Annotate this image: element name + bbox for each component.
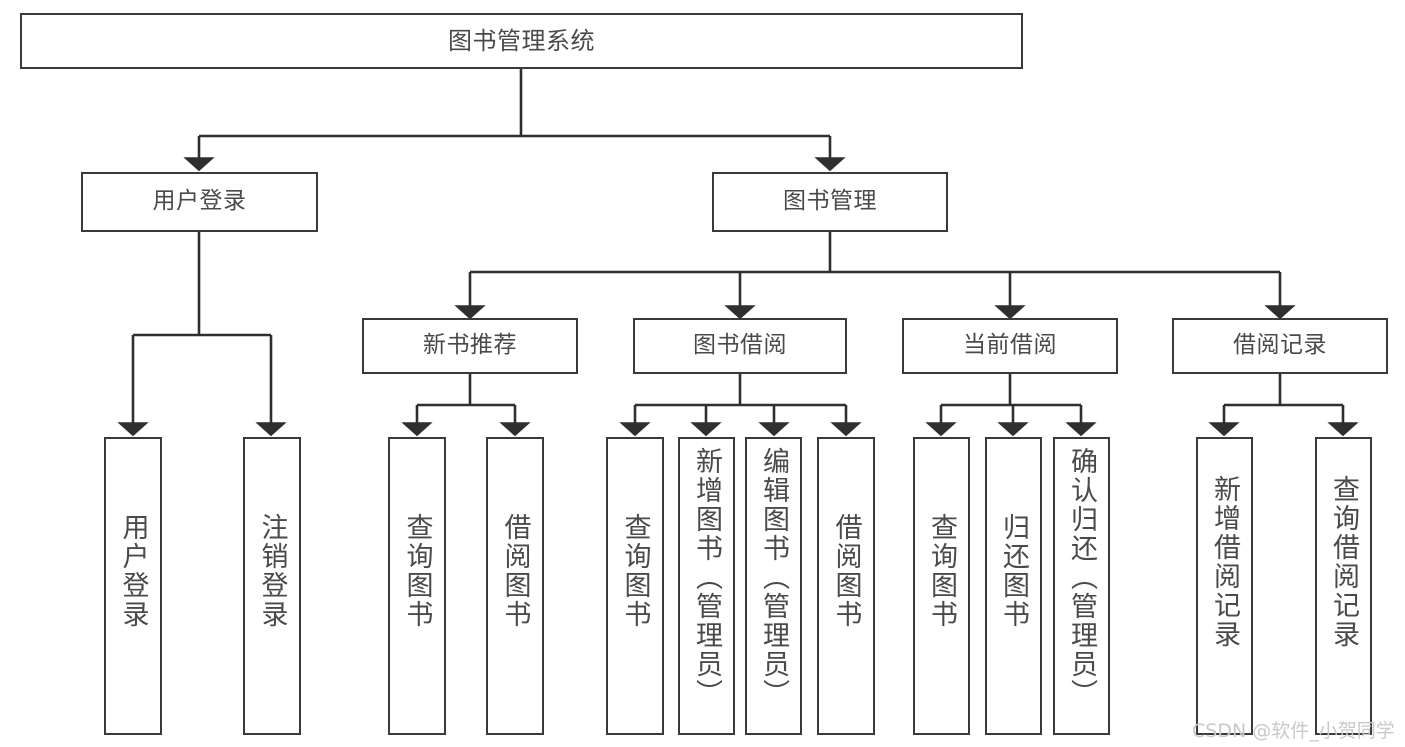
node-root-label: 图书管理系统 (448, 26, 595, 55)
node-leaf-user-login-label: 用户登录 (117, 513, 149, 629)
node-leaf-query-book-1-label: 查询图书 (401, 513, 433, 629)
node-leaf-query-book-2[interactable]: 查询图书 (606, 437, 664, 735)
node-leaf-add-book[interactable]: 新增图书（管理员） (678, 437, 735, 735)
node-leaf-return-book-label: 归还图书 (998, 513, 1029, 629)
node-leaf-confirm-return-label: 确认归还（管理员） (1066, 447, 1097, 708)
node-leaf-query-record-label: 查询借阅记录 (1328, 475, 1359, 649)
node-leaf-add-book-label: 新增图书（管理员） (691, 447, 722, 708)
node-leaf-add-record-label: 新增借阅记录 (1209, 475, 1240, 649)
node-leaf-confirm-return[interactable]: 确认归还（管理员） (1053, 437, 1110, 735)
node-borrow-record[interactable]: 借阅记录 (1172, 318, 1388, 374)
node-new-book-rec-label: 新书推荐 (423, 332, 517, 359)
node-book-manage[interactable]: 图书管理 (712, 172, 948, 232)
node-leaf-query-book-3-label: 查询图书 (926, 513, 957, 629)
node-leaf-user-logout[interactable]: 注销登录 (243, 437, 301, 735)
node-leaf-query-book-2-label: 查询图书 (619, 513, 651, 629)
node-current-borrow-label: 当前借阅 (963, 332, 1057, 359)
node-root[interactable]: 图书管理系统 (20, 13, 1023, 69)
node-leaf-user-logout-label: 注销登录 (256, 513, 288, 629)
node-book-manage-label: 图书管理 (783, 188, 877, 215)
node-leaf-query-record[interactable]: 查询借阅记录 (1315, 437, 1372, 735)
node-leaf-edit-book-label: 编辑图书（管理员） (758, 447, 789, 708)
node-leaf-borrow-book-2-label: 借阅图书 (830, 513, 862, 629)
node-leaf-user-login[interactable]: 用户登录 (104, 437, 162, 735)
node-user-login-label: 用户登录 (152, 188, 247, 215)
node-user-login[interactable]: 用户登录 (81, 172, 318, 232)
node-leaf-return-book[interactable]: 归还图书 (985, 437, 1042, 735)
node-leaf-query-book-3[interactable]: 查询图书 (913, 437, 970, 735)
node-borrow-record-label: 借阅记录 (1233, 332, 1327, 359)
node-leaf-borrow-book-1-label: 借阅图书 (499, 513, 531, 629)
node-new-book-rec[interactable]: 新书推荐 (362, 318, 578, 374)
node-book-borrow[interactable]: 图书借阅 (633, 318, 847, 374)
node-leaf-add-record[interactable]: 新增借阅记录 (1196, 437, 1253, 735)
node-leaf-borrow-book-2[interactable]: 借阅图书 (817, 437, 875, 735)
node-leaf-query-book-1[interactable]: 查询图书 (388, 437, 446, 735)
node-current-borrow[interactable]: 当前借阅 (902, 318, 1118, 374)
node-leaf-borrow-book-1[interactable]: 借阅图书 (486, 437, 544, 735)
node-leaf-edit-book[interactable]: 编辑图书（管理员） (745, 437, 802, 735)
node-book-borrow-label: 图书借阅 (693, 332, 787, 359)
